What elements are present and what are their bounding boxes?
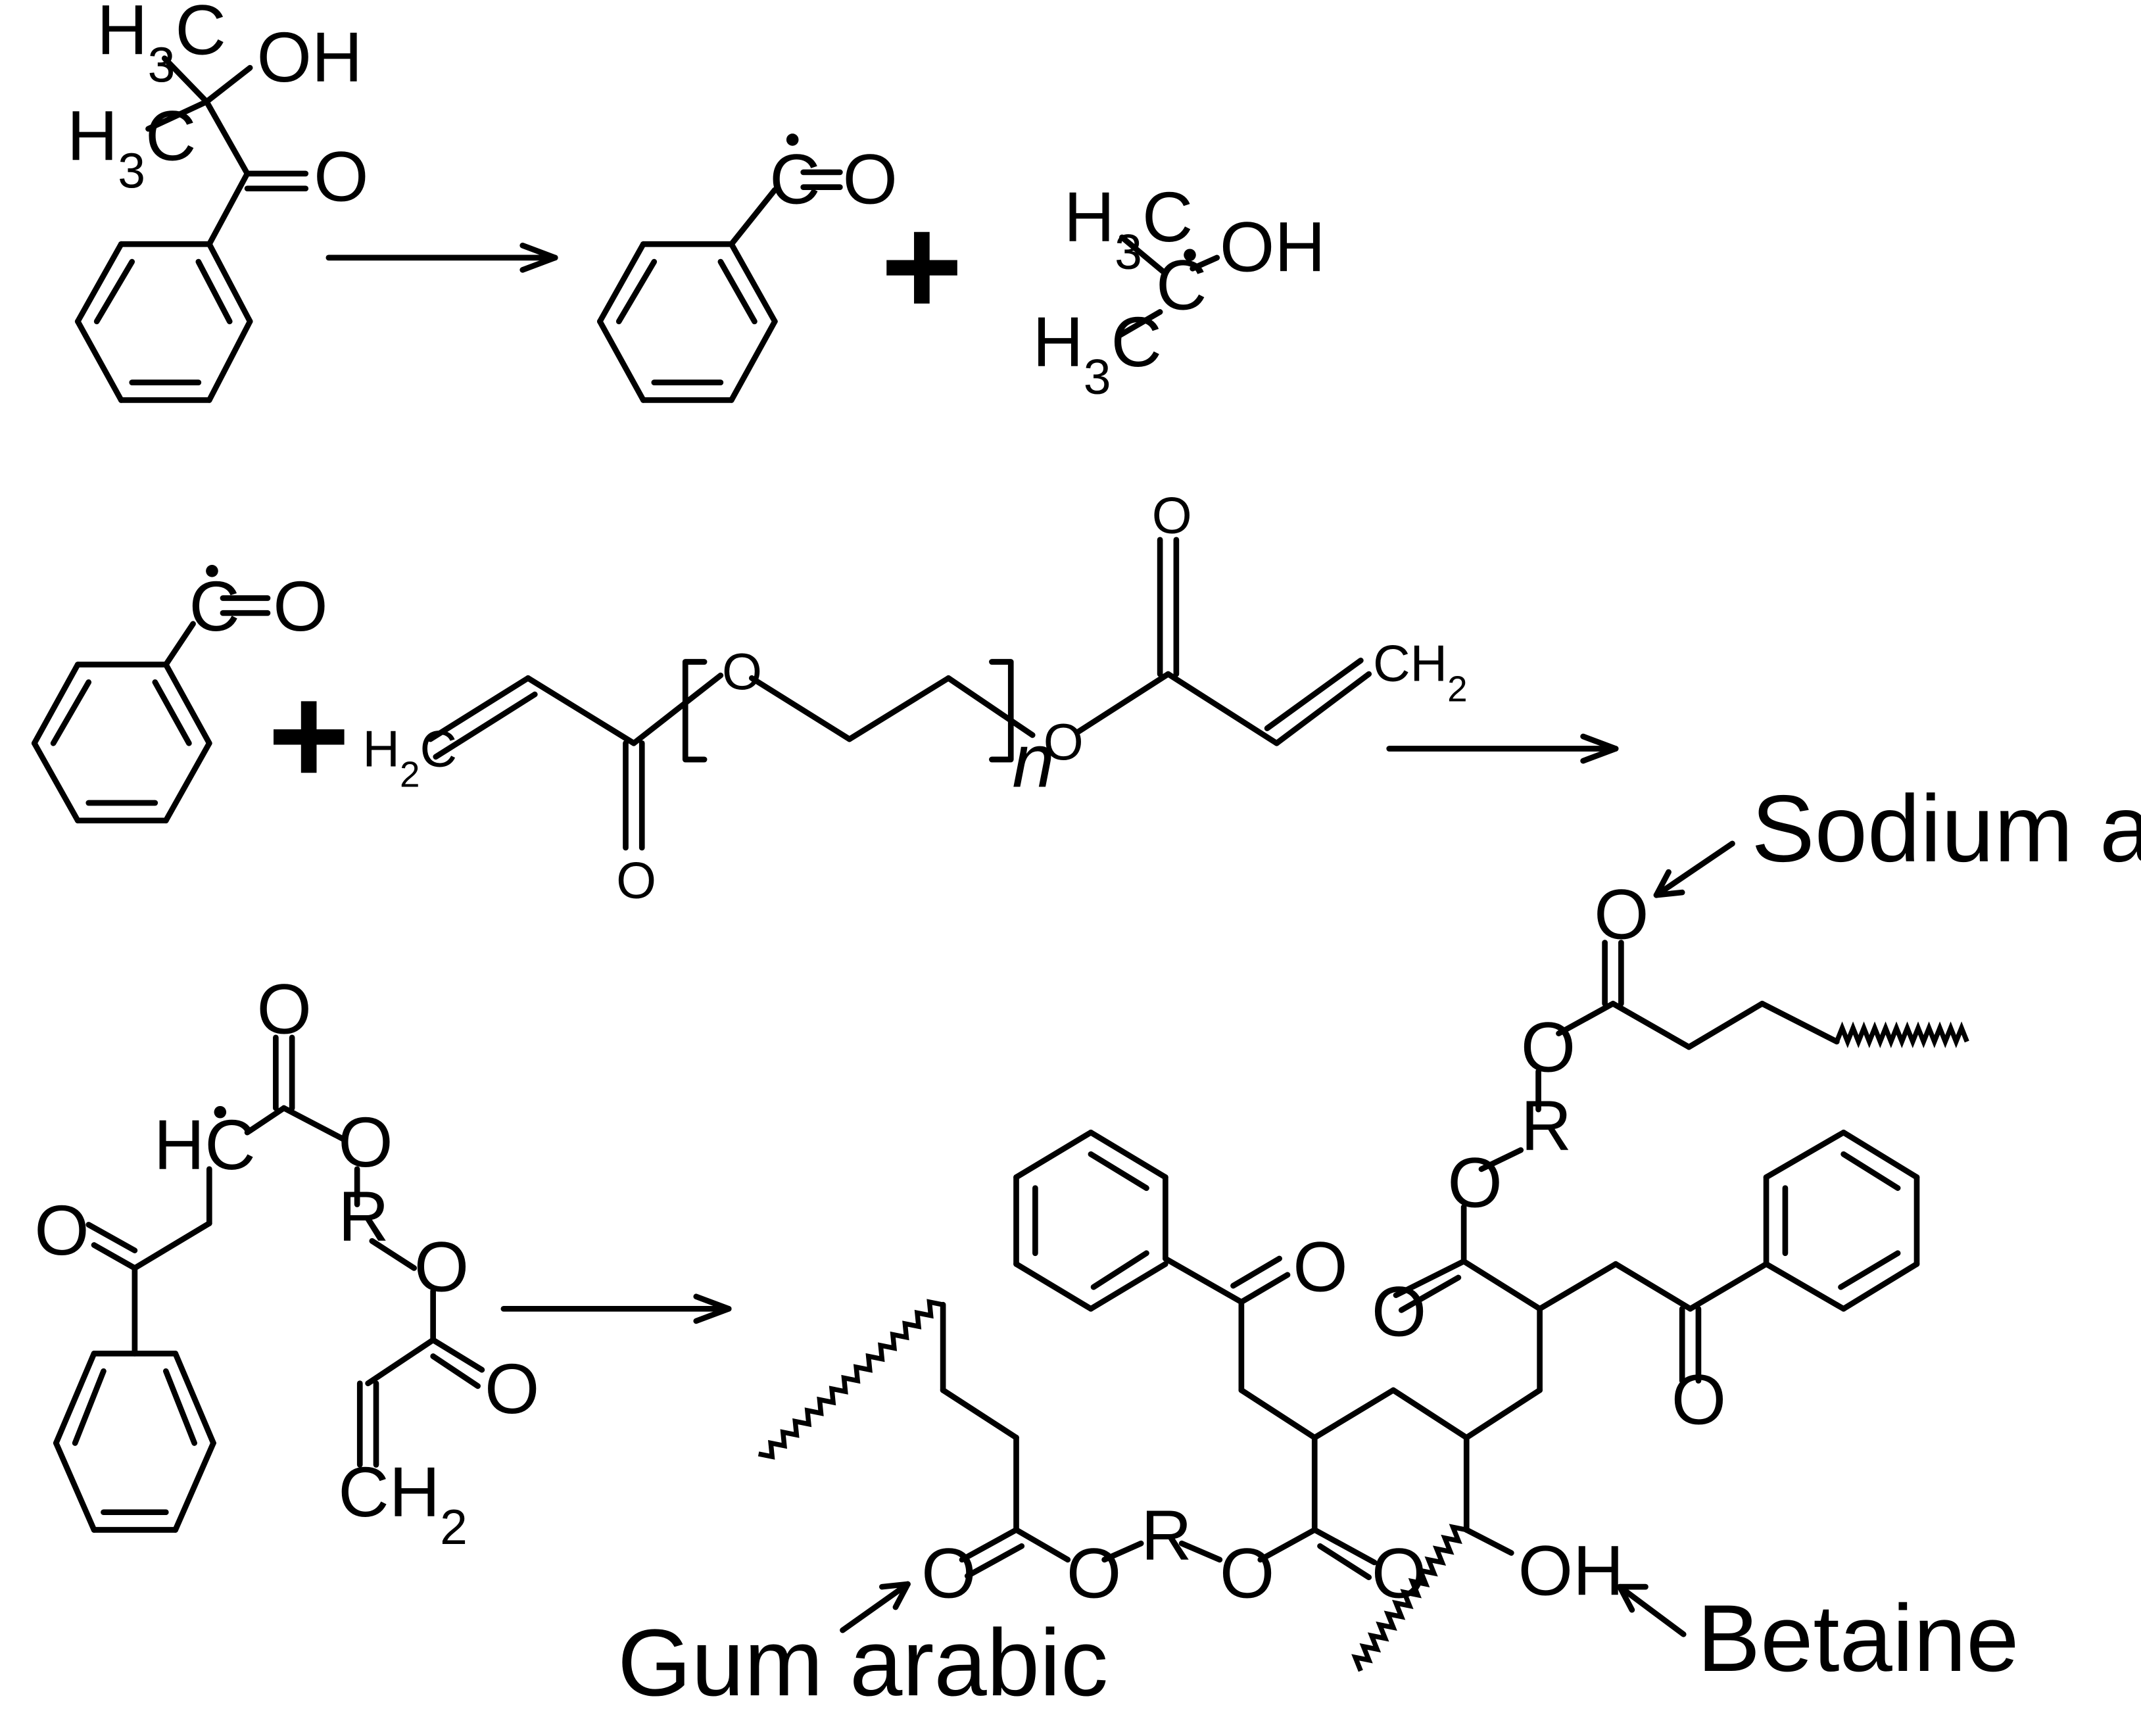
oxygen-label: O <box>1672 1361 1726 1439</box>
plus-sign: + <box>268 657 350 814</box>
oxygen-label: O <box>485 1349 539 1428</box>
oxygen-label: O <box>338 1103 393 1182</box>
methyl-label: H3C <box>67 96 197 198</box>
oxygen-label: O <box>1152 487 1192 544</box>
methylene-label: CH2 <box>1373 634 1468 709</box>
polymer-chain-wavy <box>1351 1524 1467 1672</box>
oxygen-label: O <box>1220 1534 1274 1613</box>
oxygen-label: O <box>414 1228 469 1307</box>
repeat-n-label: n <box>1012 718 1054 803</box>
oxygen-label: O <box>921 1534 976 1613</box>
gum-arabic-label: Gum arabic <box>617 1609 1108 1716</box>
polymer-chain-wavy <box>1834 1021 1969 1048</box>
carbon-label: C <box>189 567 239 646</box>
oxygen-label: O <box>1293 1228 1347 1307</box>
oxygen-label: O <box>1044 713 1084 771</box>
hydroxyl-label: OH <box>1518 1531 1624 1610</box>
betaine-annotation: Betaine <box>1616 1583 2019 1691</box>
oxygen-label: O <box>314 137 368 216</box>
oxygen-label: O <box>1521 1007 1576 1086</box>
oxygen-label: O <box>1067 1534 1121 1613</box>
sodium-alginate-label: Sodium alginate <box>1751 775 2141 882</box>
methyl-label: H3C <box>1032 302 1162 404</box>
photoinitiator-molecule: H3C OH H3C O <box>67 0 369 403</box>
carbon-label: C <box>1156 245 1207 324</box>
sodium-alginate-annotation: Sodium alginate <box>1653 775 2141 898</box>
hydroxyl-label: OH <box>1220 208 1326 287</box>
methylene-label: H2C <box>362 719 457 794</box>
reaction-arrow-2 <box>1386 733 1619 764</box>
methylene-label: CH2 <box>338 1453 468 1555</box>
oxygen-label: O <box>1372 1272 1426 1351</box>
methyl-label: H3C <box>97 0 226 93</box>
gum-arabic-annotation: Gum arabic <box>617 1581 1108 1716</box>
r-group-label: R <box>1141 1496 1191 1575</box>
oxygen-label: O <box>257 970 312 1049</box>
oxygen-label: O <box>273 567 327 646</box>
hydrogel-network: O O R O O O O O O R O O OH <box>758 875 1969 1672</box>
radical-intermediate: HC O O O R O O CH2 <box>34 970 539 1555</box>
oxygen-label: O <box>843 139 898 218</box>
hydroxyl-label: OH <box>257 18 363 97</box>
plus-sign: + <box>880 188 963 345</box>
benzoyl-radical-2: C O <box>31 565 328 824</box>
oxygen-label: O <box>1594 875 1648 953</box>
r-group-label: R <box>1521 1086 1572 1165</box>
oxygen-label: O <box>1372 1534 1426 1613</box>
reaction-arrow-3 <box>500 1293 732 1324</box>
polymer-chain-wavy <box>758 1299 944 1460</box>
betaine-label: Betaine <box>1697 1585 2019 1691</box>
hydroxyisopropyl-radical: H3C C OH H3C <box>1032 178 1326 404</box>
oxygen-label: O <box>1447 1144 1502 1222</box>
r-group-label: R <box>338 1177 389 1256</box>
oxygen-label: O <box>616 851 656 909</box>
carbon-label: C <box>769 139 820 218</box>
benzoyl-radical: C O <box>596 133 898 403</box>
methine-label: HC <box>154 1105 256 1184</box>
pegda-monomer: H2C O n O O O CH2 <box>362 487 1467 909</box>
oxygen-label: O <box>34 1191 89 1270</box>
oxygen-label: O <box>722 642 762 700</box>
methyl-label: H3C <box>1064 178 1193 279</box>
reaction-arrow-1 <box>325 242 558 273</box>
